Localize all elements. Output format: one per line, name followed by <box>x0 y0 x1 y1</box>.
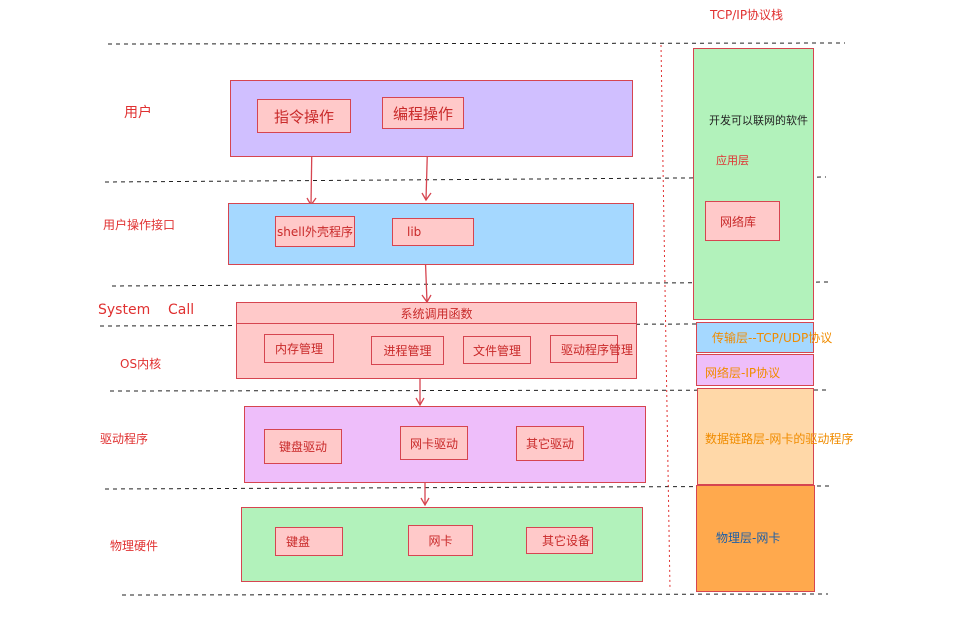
memory-management-box: 内存管理 <box>264 334 334 363</box>
keyboard-driver-box: 键盘驱动 <box>264 429 342 464</box>
row-label-driver: 驱动程序 <box>100 432 149 446</box>
physical-layer-label: 物理层-网卡 <box>716 531 781 545</box>
separator-line <box>121 593 829 596</box>
keyboard-box: 键盘 <box>275 527 343 556</box>
vertical-divider <box>660 44 671 591</box>
physical-layer <box>696 485 815 592</box>
row-label-hardware: 物理硬件 <box>110 539 159 553</box>
row-label-user-interface: 用户操作接口 <box>103 218 176 232</box>
transport-layer-label: 传输层--TCP/UDP协议 <box>712 331 833 345</box>
arrow <box>420 497 430 507</box>
arrow <box>415 397 425 407</box>
nic-driver-box: 网卡驱动 <box>400 426 468 460</box>
datalink-layer-label: 数据链路层-网卡的驱动程序 <box>705 432 854 446</box>
app-layer-label: 应用层 <box>716 154 749 167</box>
syscall-header-box: 系统调用函数 <box>236 302 637 324</box>
row-label-system-call: System Call <box>98 302 195 318</box>
separator-line <box>104 485 831 490</box>
row-label-user: 用户 <box>124 105 152 121</box>
driver-management-box: 驱动程序管理 <box>550 335 633 363</box>
app-software-label: 开发可以联网的软件 <box>709 114 808 127</box>
process-management-box: 进程管理 <box>371 336 444 365</box>
programming-operation-box: 编程操作 <box>382 97 464 129</box>
file-management-box: 文件管理 <box>463 336 531 364</box>
network-layer <box>696 354 814 386</box>
row-label-os-kernel: OS内核 <box>120 357 162 371</box>
lib-box: lib <box>392 218 474 246</box>
syscall-header-label: 系统调用函数 <box>400 306 473 321</box>
datalink-layer <box>697 388 814 485</box>
nic-box: 网卡 <box>408 525 473 556</box>
other-device-box: 其它设备 <box>526 527 593 554</box>
network-layer-label: 网络层-IP协议 <box>705 366 781 380</box>
shell-box: shell外壳程序 <box>275 216 355 247</box>
arrow <box>421 192 432 202</box>
application-layer <box>693 48 814 320</box>
network-library-box: 网络库 <box>705 201 780 241</box>
separator-line <box>107 42 846 45</box>
transport-layer <box>696 322 814 353</box>
other-driver-box: 其它驱动 <box>516 426 584 461</box>
command-operation-box: 指令操作 <box>257 99 351 133</box>
page-title: TCP/IP协议栈 <box>710 8 784 22</box>
